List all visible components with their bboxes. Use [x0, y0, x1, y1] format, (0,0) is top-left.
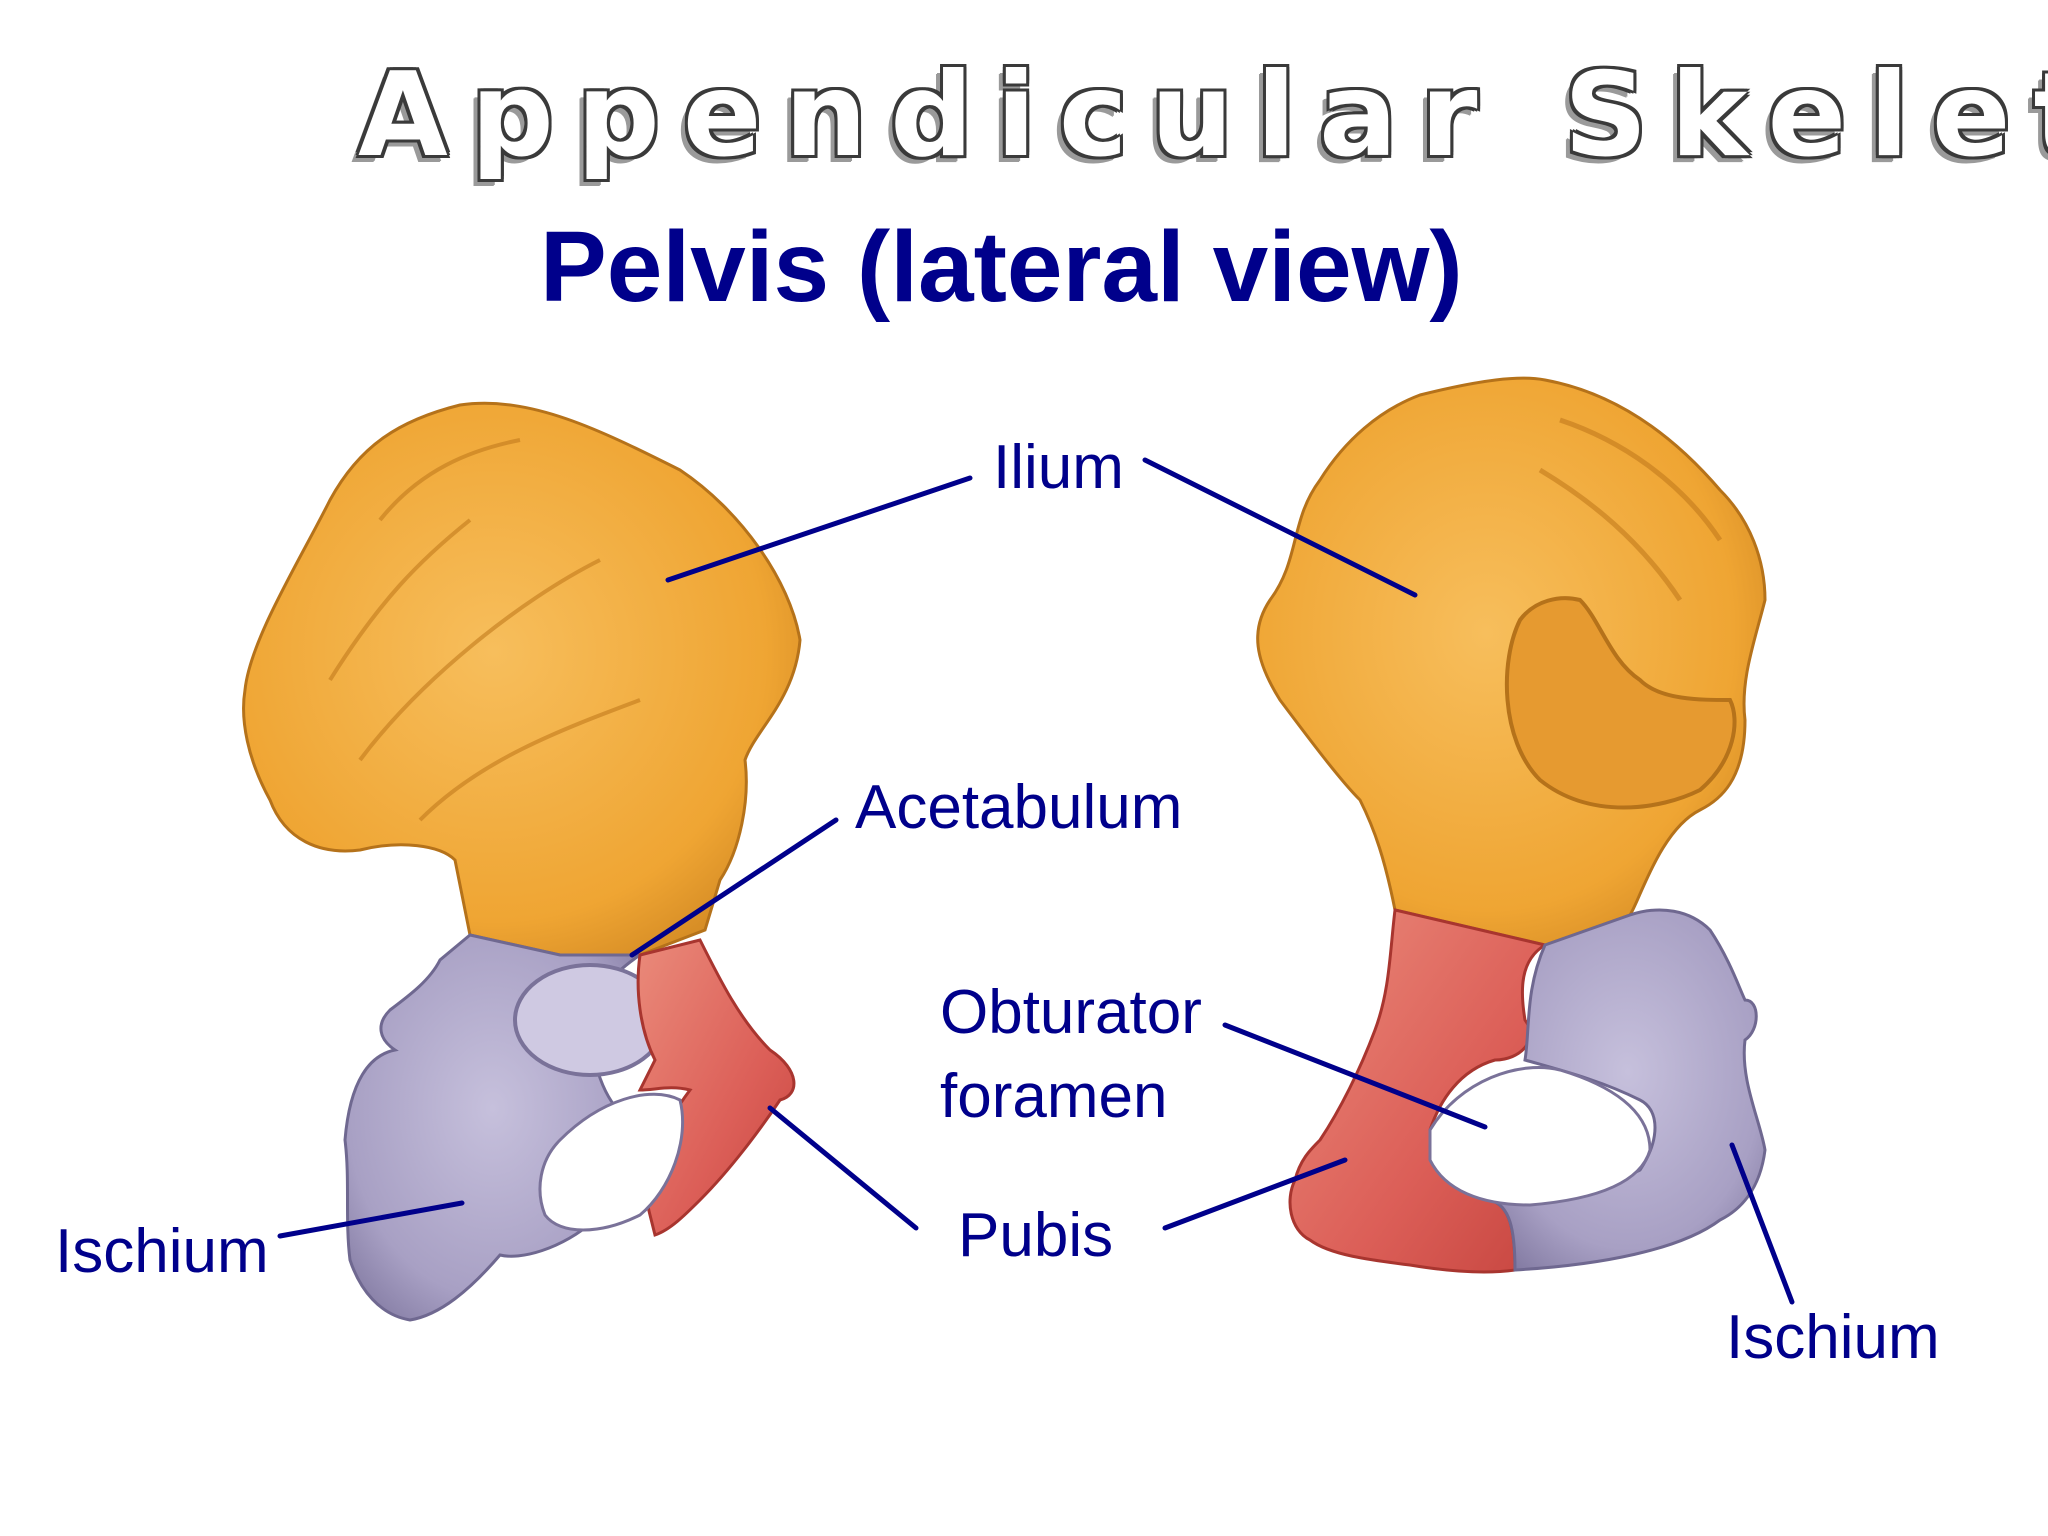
leader-ilium-right	[1142, 457, 1418, 598]
left-ilium	[242, 401, 802, 957]
left-obturator-foramen	[538, 1092, 685, 1232]
right-hip-bone	[1256, 376, 1767, 1274]
leader-pubis-left	[767, 1105, 919, 1231]
right-pubis	[1288, 908, 1549, 1274]
label-obturator-line2: foramen	[940, 1062, 1167, 1131]
label-ischium-right: Ischium	[1726, 1303, 1940, 1372]
label-obturator-line1: Obturator	[940, 978, 1202, 1047]
leader-obturator	[1222, 1022, 1488, 1130]
right-obturator-foramen	[1428, 1066, 1652, 1207]
leader-ilium-left	[665, 475, 973, 583]
label-ischium-left: Ischium	[55, 1217, 269, 1286]
right-ischium	[1489, 908, 1767, 1272]
label-ilium: Ilium	[993, 433, 1124, 502]
leader-acetabulum	[629, 817, 839, 958]
slide-subtitle: Pelvis (lateral view)	[540, 211, 1463, 323]
leader-ischium-left	[277, 1200, 465, 1239]
leader-pubis-right	[1162, 1157, 1348, 1231]
leader-ischium-right	[1729, 1142, 1795, 1305]
slide-title: Appendicular Skeleton	[358, 48, 2048, 183]
label-pubis: Pubis	[958, 1201, 1113, 1270]
left-hip-bone	[242, 401, 802, 1322]
label-acetabulum: Acetabulum	[855, 773, 1182, 842]
